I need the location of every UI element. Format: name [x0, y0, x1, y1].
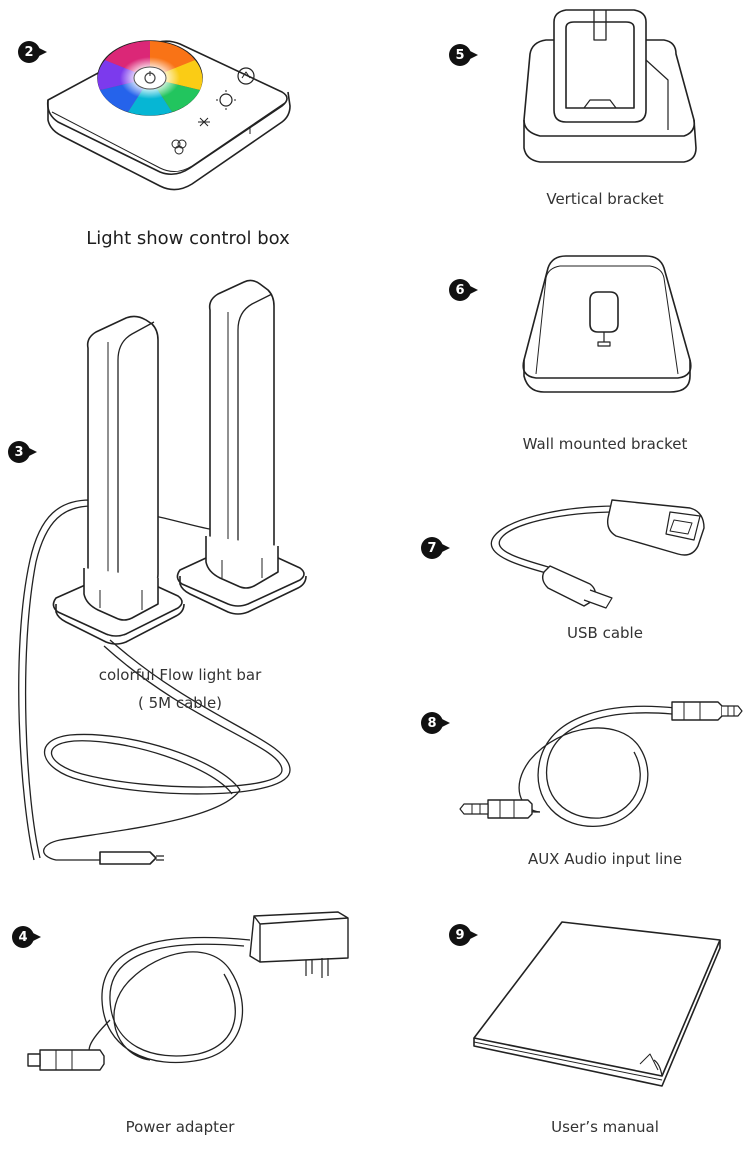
item-number-badge-8: 8 — [421, 712, 451, 734]
label-light-bar-line2: ( 5M cable) — [137, 694, 223, 712]
item-number: 3 — [8, 441, 30, 463]
label-control-box: Light show control box — [86, 228, 290, 249]
label-usb-cable: USB cable — [567, 624, 643, 642]
label-power-adapter: Power adapter — [125, 1118, 235, 1136]
item-number-badge-6: 6 — [449, 279, 479, 301]
power-adapter-icon — [27, 911, 349, 1071]
item-number: 2 — [18, 41, 40, 63]
vertical-bracket-icon — [523, 9, 697, 163]
item-number: 6 — [449, 279, 471, 301]
item-number: 9 — [449, 924, 471, 946]
wall-bracket-icon — [522, 255, 692, 393]
light-bar-icon — [18, 279, 307, 865]
label-wall-bracket: Wall mounted bracket — [522, 435, 688, 453]
item-number-badge-5: 5 — [449, 44, 479, 66]
item-number-badge-4: 4 — [12, 926, 42, 948]
manual-icon — [473, 921, 721, 1087]
item-number: 5 — [449, 44, 471, 66]
item-number-badge-7: 7 — [421, 537, 451, 559]
label-aux-cable: AUX Audio input line — [527, 850, 683, 868]
usb-cable-icon — [490, 499, 705, 609]
label-users-manual: User’s manual — [551, 1118, 659, 1136]
item-number: 7 — [421, 537, 443, 559]
item-number-badge-3: 3 — [8, 441, 38, 463]
item-number: 8 — [421, 712, 443, 734]
control-box-icon — [46, 40, 291, 191]
item-number-badge-2: 2 — [18, 41, 48, 63]
aux-cable-icon — [459, 701, 743, 827]
item-number-badge-9: 9 — [449, 924, 479, 946]
item-number: 4 — [12, 926, 34, 948]
label-light-bar-line1: colorful Flow light bar — [98, 666, 262, 684]
label-vertical-bracket: Vertical bracket — [546, 190, 664, 208]
